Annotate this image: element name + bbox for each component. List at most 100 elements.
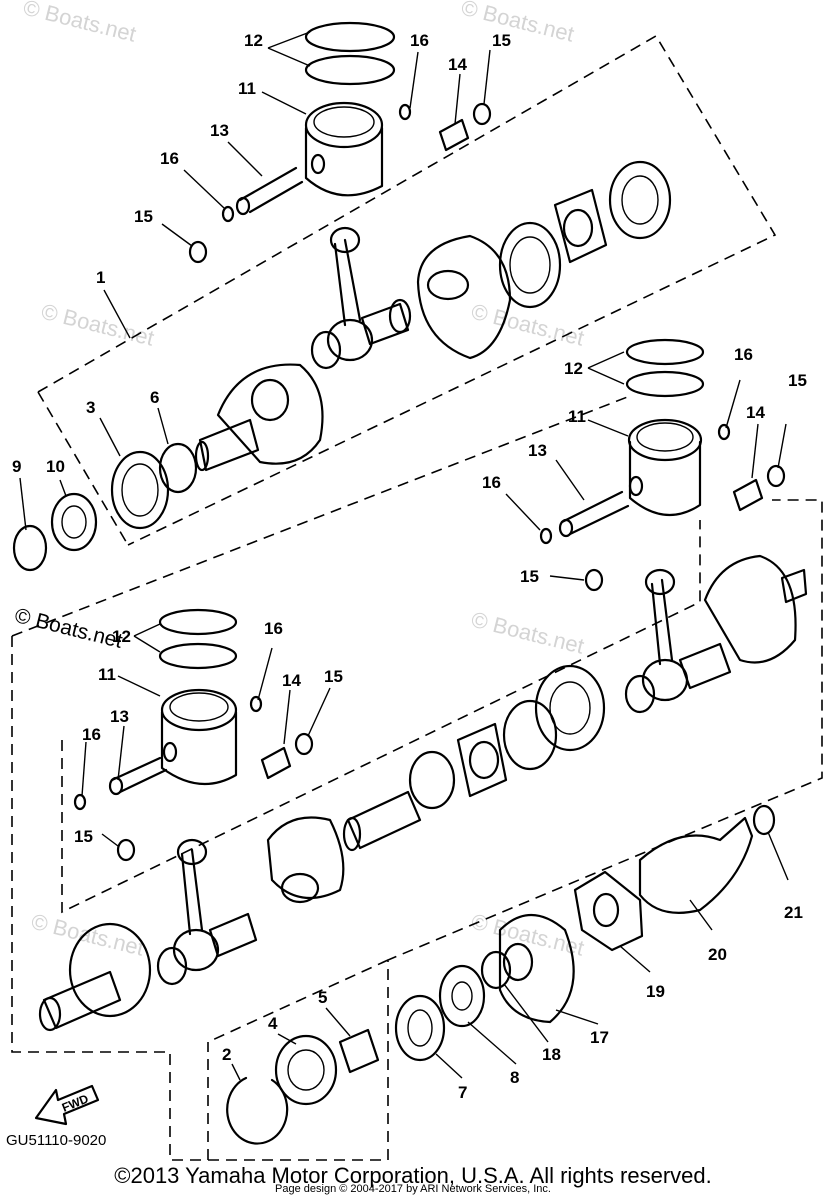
callout-18: 18 bbox=[542, 1045, 561, 1064]
upper-piston-group bbox=[188, 21, 492, 370]
callout-11: 11 bbox=[568, 407, 586, 426]
crankshaft-lower-outline bbox=[11, 499, 823, 1161]
left-end-parts bbox=[12, 442, 198, 572]
labyrinth-seal bbox=[456, 722, 508, 798]
callout-13: 13 bbox=[528, 441, 547, 460]
callout-13: 13 bbox=[210, 121, 229, 140]
piston-ring bbox=[304, 54, 396, 86]
diagram-code: GU51110-9020 bbox=[6, 1132, 107, 1149]
bearing bbox=[608, 160, 672, 240]
callout-5: 5 bbox=[318, 988, 327, 1007]
callout-15: 15 bbox=[492, 31, 511, 50]
crank-journal bbox=[346, 790, 422, 850]
washer bbox=[116, 838, 136, 862]
center-crank-parts bbox=[266, 664, 606, 904]
callout-15: 15 bbox=[324, 667, 343, 686]
piston-ring bbox=[158, 642, 238, 670]
watermark: © Boats.net bbox=[39, 299, 157, 351]
page-design-credit: Page design © 2004-2017 by ARI Network S… bbox=[275, 1183, 551, 1195]
crank-journal bbox=[198, 418, 260, 472]
callout-1: 1 bbox=[96, 268, 105, 287]
drive-side-parts bbox=[226, 804, 776, 1145]
collar bbox=[338, 1028, 380, 1074]
callout-10: 10 bbox=[46, 457, 65, 476]
callout-3: 3 bbox=[86, 398, 95, 417]
arrow-icon bbox=[34, 1084, 100, 1126]
bearing bbox=[732, 478, 764, 512]
callout-16: 16 bbox=[410, 31, 429, 50]
circlip bbox=[398, 103, 412, 121]
bearing bbox=[498, 221, 562, 309]
callout-4: 4 bbox=[268, 1014, 278, 1033]
oring bbox=[752, 804, 776, 836]
callout-12: 12 bbox=[564, 359, 583, 378]
collar bbox=[158, 442, 198, 494]
crank-journal bbox=[42, 970, 122, 1030]
crank-journal bbox=[780, 568, 808, 604]
leader-lines bbox=[19, 31, 789, 1081]
watermark: © Boats.net bbox=[29, 909, 147, 961]
piston bbox=[160, 710, 238, 786]
circlip bbox=[539, 527, 553, 545]
labyrinth-seal bbox=[553, 188, 608, 264]
washer bbox=[472, 102, 492, 126]
copyright-notice: ©2013 Yamaha Motor Corporation, U.S.A. A… bbox=[114, 1163, 712, 1188]
callout-labels: 1 2 3 4 5 6 7 8 9 10 11 11 11 12 12 12 1… bbox=[12, 31, 807, 1102]
inner-piston-outline bbox=[61, 520, 701, 914]
damper bbox=[573, 870, 644, 952]
circlip bbox=[73, 793, 87, 811]
circlip bbox=[221, 205, 235, 223]
upper-crank-parts bbox=[194, 160, 672, 472]
crank-web bbox=[68, 922, 152, 1018]
callout-17: 17 bbox=[590, 1028, 609, 1047]
piston-pin bbox=[238, 166, 304, 214]
watermark: © Boats.net bbox=[469, 607, 587, 659]
callout-14: 14 bbox=[448, 55, 467, 74]
washer bbox=[438, 964, 486, 1028]
callout-15: 15 bbox=[74, 827, 93, 846]
washer bbox=[188, 240, 208, 264]
group-outlines bbox=[11, 34, 823, 1161]
piston-ring bbox=[304, 21, 396, 53]
fwd-label: FWD bbox=[60, 1091, 91, 1114]
fwd-arrow: FWD bbox=[34, 1084, 100, 1126]
callout-15: 15 bbox=[520, 567, 539, 586]
watermark: © Boats.net bbox=[459, 0, 577, 47]
watermark: © Boats.net bbox=[469, 909, 587, 961]
piston bbox=[304, 126, 384, 197]
callout-14: 14 bbox=[746, 403, 765, 422]
piston-ring bbox=[625, 338, 705, 366]
watermarks: © Boats.net © Boats.net © Boats.net © Bo… bbox=[21, 0, 587, 961]
callout-16: 16 bbox=[264, 619, 283, 638]
callout-12: 12 bbox=[244, 31, 263, 50]
bearing bbox=[534, 664, 606, 752]
bearing bbox=[408, 750, 456, 810]
piston-pin bbox=[110, 756, 168, 794]
circlip bbox=[12, 524, 48, 572]
callout-16: 16 bbox=[734, 345, 753, 364]
callout-2: 2 bbox=[222, 1045, 231, 1064]
connecting-rod bbox=[333, 238, 362, 327]
oring bbox=[480, 950, 512, 990]
circlip bbox=[249, 695, 263, 713]
callout-20: 20 bbox=[708, 945, 727, 964]
needle-bearing bbox=[110, 450, 170, 530]
callout-19: 19 bbox=[646, 982, 665, 1001]
callout-9: 9 bbox=[12, 457, 21, 476]
washer bbox=[294, 732, 314, 756]
callout-15: 15 bbox=[788, 371, 807, 390]
bearing bbox=[274, 1034, 338, 1106]
callout-15: 15 bbox=[134, 207, 153, 226]
callout-7: 7 bbox=[458, 1083, 467, 1102]
callout-16: 16 bbox=[160, 149, 179, 168]
callout-6: 6 bbox=[150, 388, 159, 407]
crank-web bbox=[416, 234, 512, 360]
callout-13: 13 bbox=[110, 707, 129, 726]
bearing bbox=[438, 118, 470, 152]
crankshaft-assembly-outline bbox=[37, 34, 777, 546]
washer bbox=[766, 464, 786, 488]
oil-seal bbox=[394, 994, 446, 1062]
callout-8: 8 bbox=[510, 1068, 519, 1087]
crank-web bbox=[266, 816, 345, 900]
